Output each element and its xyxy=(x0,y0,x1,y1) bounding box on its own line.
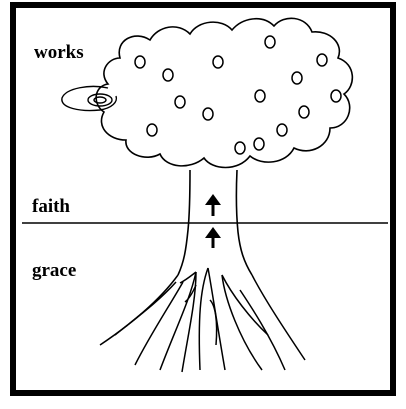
label-works: works xyxy=(34,42,84,63)
tree-roots xyxy=(100,268,305,372)
arrow-up-icon xyxy=(205,194,221,216)
tree-canopy xyxy=(96,18,352,167)
label-grace: grace xyxy=(32,260,76,281)
arrow-up-icon-lower xyxy=(205,227,221,248)
label-faith: faith xyxy=(32,196,70,217)
